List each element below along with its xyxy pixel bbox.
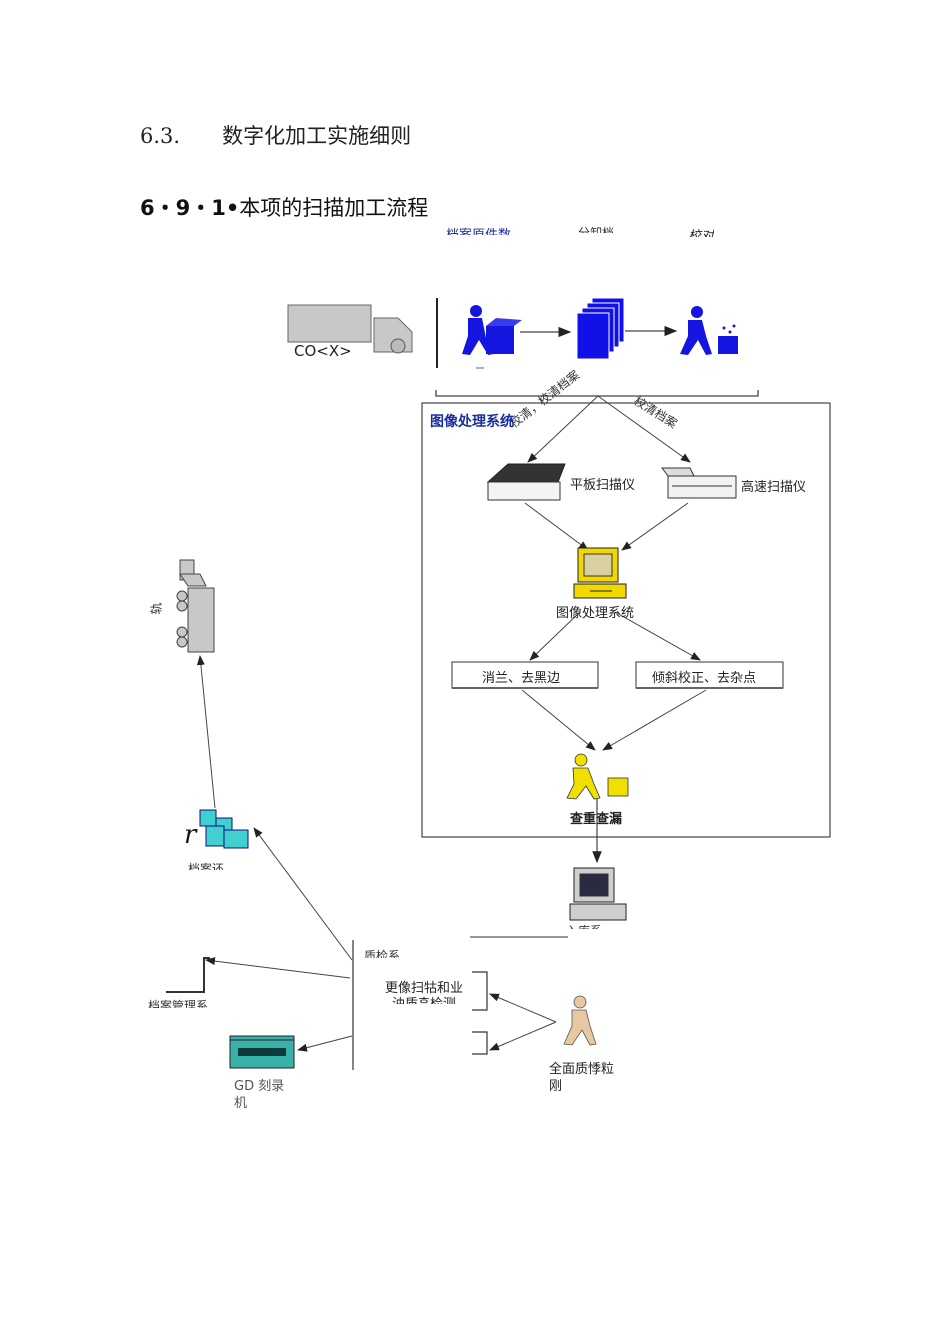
- subsection-number: 6・9・1•: [140, 196, 240, 220]
- archive-return-icon: [199, 809, 249, 849]
- qc-box-line-1: 更像扫牯和业: [385, 981, 464, 996]
- process-right-label: 倾斜校正、去杂点: [652, 671, 757, 686]
- inspector-label-2: 刚: [549, 1079, 563, 1094]
- qc-box-line-2: 油质흔检测: [392, 993, 456, 1004]
- system-title: 图像处理系统: [430, 414, 514, 430]
- high-speed-scanner-label: 高速扫描仪: [741, 480, 807, 495]
- archive-return-label: 档案还: [188, 862, 225, 870]
- label-archive-source: 档案原件数: [446, 224, 511, 235]
- storage-system-label: 入库系: [566, 922, 602, 929]
- worker-checking-icon: [680, 306, 738, 355]
- flatbed-scanner-icon: [486, 463, 566, 501]
- cd-burner-label-2: 机: [234, 1096, 248, 1111]
- process-box-left: [451, 661, 599, 689]
- archive-shelf-icon: [176, 559, 215, 653]
- inspector-label-1: 全面质悸粒: [549, 1062, 615, 1077]
- shelf-label: 轨: [149, 602, 164, 615]
- cd-burner-label-1: GD 刻录: [234, 1079, 285, 1094]
- image-processing-frame: [421, 402, 831, 838]
- archive-management-label: 档案管理系: [148, 999, 209, 1008]
- storage-computer-icon: [569, 867, 627, 921]
- worker-unpacking-icon: [462, 305, 522, 355]
- label-split: 分卸档: [578, 226, 615, 233]
- archive-management-icon: [166, 957, 210, 993]
- file-stack-icon: [576, 297, 625, 360]
- subsection-heading: 6・9・1•本项的扫描加工流程: [140, 192, 428, 222]
- process-left-label: 消兰、去黑边: [482, 671, 561, 686]
- processing-computer-label: 图像处理系统: [556, 606, 635, 621]
- section-heading: 6.3. 数字化加工实施细则: [140, 124, 412, 148]
- duplicate-check-worker-icon: [566, 753, 629, 800]
- cd-burner-icon: [229, 1035, 295, 1069]
- qc-system-title: 质检系: [364, 949, 401, 958]
- flatbed-scanner-label: 平板扫描仪: [570, 478, 636, 493]
- truck-icon: [287, 304, 413, 354]
- high-speed-scanner-icon: [661, 467, 737, 499]
- quality-inspector-icon: [563, 995, 597, 1046]
- archive-return-mark: r: [184, 820, 197, 850]
- subsection-title: 本项的扫描加工流程: [239, 196, 429, 220]
- label-verify: 校对: [688, 229, 715, 237]
- small-mark: 二: [474, 365, 487, 375]
- duplicate-check-label: 查重查漏: [570, 812, 623, 827]
- truck-code: CO<X>: [294, 342, 352, 360]
- processing-computer-icon: [573, 547, 627, 599]
